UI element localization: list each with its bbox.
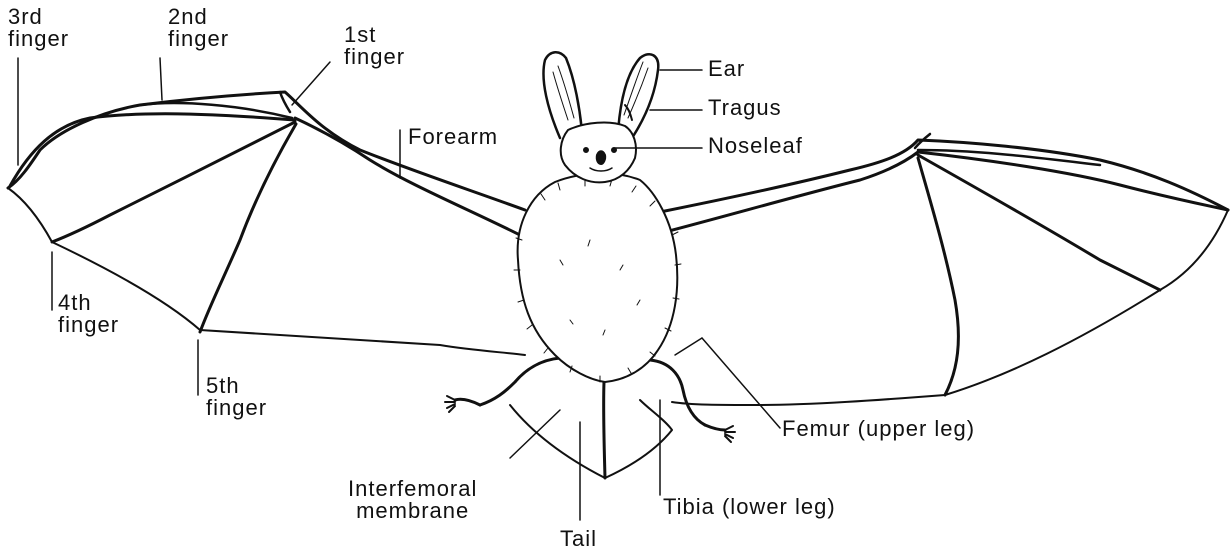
label-femur-text: Femur (upper leg) [782,418,975,440]
head [543,52,658,182]
left-femur-bone [480,358,560,405]
leader-second-finger [160,58,162,100]
label-tragus-text: Tragus [708,97,782,119]
label-ear: Ear [708,58,745,80]
body-outline [518,173,678,382]
right-lower-leg [705,425,725,430]
label-tail-text: Tail [560,528,597,550]
label-noseleaf-text: Noseleaf [708,135,803,157]
label-fourth-finger-line2: finger [58,314,119,336]
label-third-finger-line1: 3rd [8,6,69,28]
label-ear-text: Ear [708,58,745,80]
leader-femur-2 [702,338,780,428]
left-foot [445,396,455,412]
left-fifth-finger-bone [200,124,296,332]
left-ear [543,52,582,138]
left-third-finger-bone [10,114,295,186]
leader-first-finger [292,62,330,105]
left-lower-leg [455,399,480,405]
left-eye [584,148,589,153]
label-interfemoral-line1: Interfemoral [348,478,477,500]
right-fourth-finger-bone [918,155,1160,290]
right-forearm-bone [665,152,918,232]
left-wing-leading-edge [8,92,525,210]
label-interfemoral-membrane: Interfemoral membrane [348,478,477,522]
label-second-finger-line1: 2nd [168,6,229,28]
left-fourth-finger-bone [52,122,295,242]
label-tragus: Tragus [708,97,782,119]
label-fourth-finger-line1: 4th [58,292,119,314]
label-forearm-text: Forearm [408,126,498,148]
label-fifth-finger: 5th finger [206,375,267,419]
label-forearm: Forearm [408,126,498,148]
label-tail: Tail [560,528,597,550]
label-first-finger-line1: 1st [344,24,405,46]
label-third-finger: 3rd finger [8,6,69,50]
leader-interfemoral [510,410,560,458]
leader-femur [675,338,702,355]
label-fifth-finger-line2: finger [206,397,267,419]
body [514,173,681,382]
label-fourth-finger: 4th finger [58,292,119,336]
label-fifth-finger-line1: 5th [206,375,267,397]
label-third-finger-line2: finger [8,28,69,50]
right-foot [725,426,735,442]
label-second-finger: 2nd finger [168,6,229,50]
interfemoral-membrane [510,400,672,478]
label-second-finger-line2: finger [168,28,229,50]
label-first-finger-line2: finger [344,46,405,68]
right-wing [660,134,1228,405]
label-tibia: Tibia (lower leg) [663,496,836,518]
label-tibia-text: Tibia (lower leg) [663,496,836,518]
right-wing-trailing-edge [672,210,1228,405]
label-interfemoral-line2: membrane [348,500,477,522]
label-first-finger: 1st finger [344,24,405,68]
label-femur: Femur (upper leg) [782,418,975,440]
noseleaf [597,151,605,164]
right-fifth-finger-bone [918,158,958,395]
label-noseleaf: Noseleaf [708,135,803,157]
tail-bone [604,382,605,478]
